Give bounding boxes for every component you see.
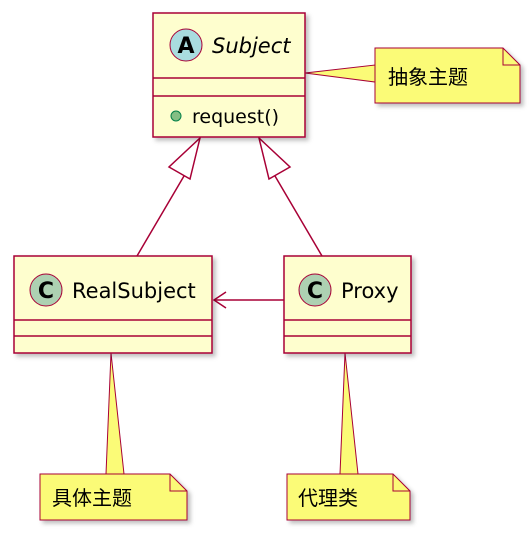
note-box — [286, 473, 411, 521]
note-connector-subject — [304, 64, 376, 83]
note-box — [39, 473, 188, 521]
generalization-proxy-to-subject — [257, 135, 323, 257]
note-text: 具体主题 — [52, 486, 132, 510]
class-realsubject[interactable]: C RealSubject — [13, 255, 213, 354]
inheritance-arrowhead — [167, 135, 202, 181]
note-fold — [502, 48, 520, 66]
association-arrowhead — [212, 291, 227, 309]
class-name: RealSubject — [72, 279, 196, 303]
class-subject[interactable]: A Subject request() — [152, 12, 306, 138]
note-fold — [169, 474, 187, 492]
note-fold — [392, 474, 410, 492]
public-method-icon — [170, 110, 182, 122]
class-badge-letter: C — [38, 279, 54, 304]
class-badge-letter: C — [307, 279, 323, 304]
note-proxy[interactable]: 代理类 — [286, 473, 411, 521]
class-name: Proxy — [341, 279, 399, 303]
method-request: request() — [192, 106, 279, 128]
note-text: 抽象主题 — [388, 65, 468, 89]
class-name: Subject — [212, 34, 291, 58]
generalization-realsubject-to-subject — [136, 135, 202, 257]
class-box — [283, 255, 412, 354]
note-text: 代理类 — [298, 486, 358, 510]
class-proxy[interactable]: C Proxy — [283, 255, 412, 354]
association-proxy-to-realsubject — [212, 291, 284, 309]
class-badge-icon — [29, 273, 63, 307]
note-connector-realsubject — [105, 352, 125, 475]
abstract-class-badge-icon — [169, 28, 203, 62]
note-box — [374, 47, 521, 104]
note-realsubject[interactable]: 具体主题 — [39, 473, 188, 521]
note-connector-proxy — [339, 352, 359, 475]
class-badge-icon — [298, 273, 332, 307]
note-subject[interactable]: 抽象主题 — [374, 47, 521, 104]
abstract-badge-letter: A — [177, 34, 194, 59]
inheritance-arrowhead — [257, 135, 292, 181]
